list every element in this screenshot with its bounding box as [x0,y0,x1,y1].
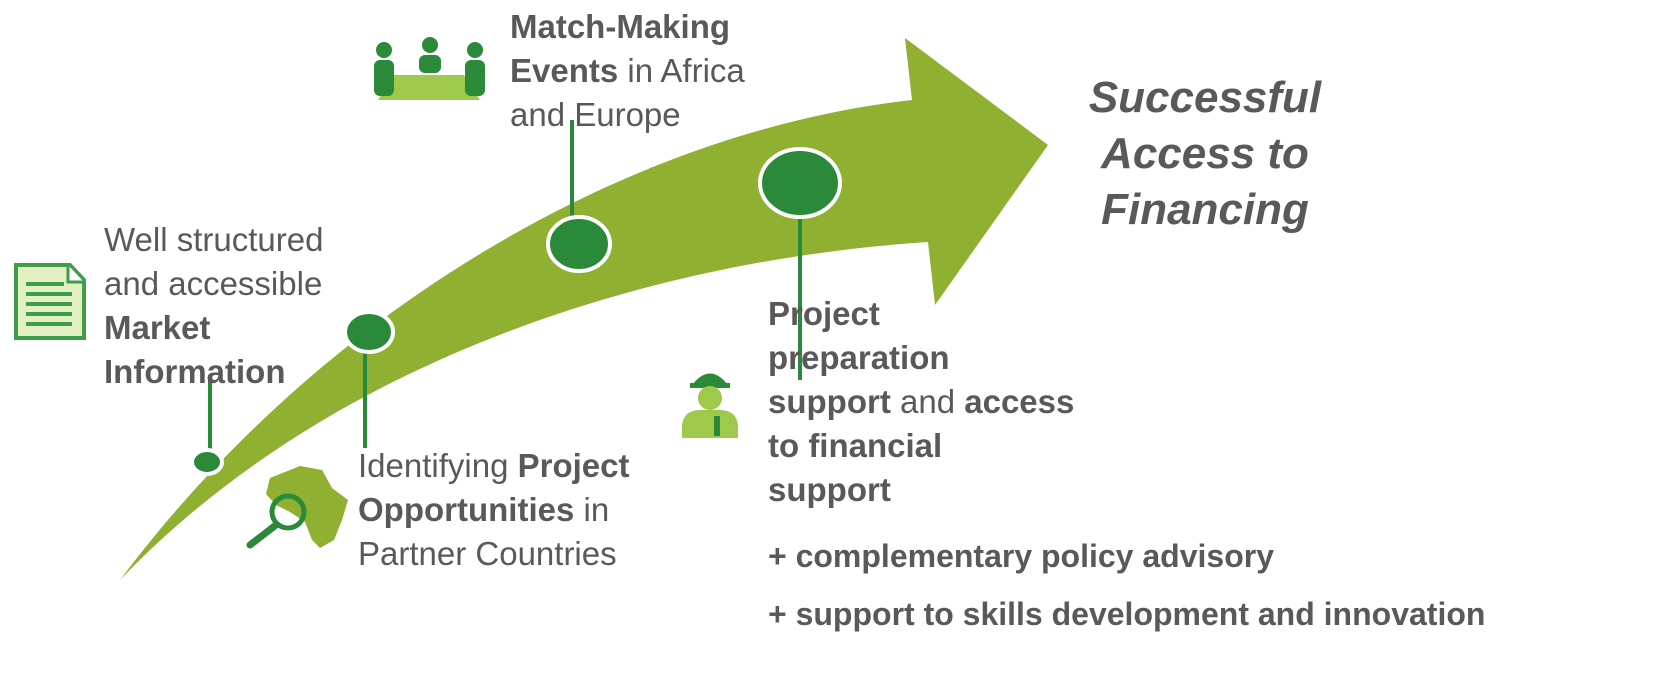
prep-line-3-bold-b: access [964,383,1075,420]
meeting-icon [374,37,485,100]
projects-line-1-bold: Project [517,447,630,484]
market-line-1: Well structured [104,221,324,258]
goal-line-3: Financing [1101,185,1309,234]
events-line-1: Match-Making [510,8,731,45]
goal-line-1: Successful [1088,73,1322,122]
events-line-3: and Europe [510,96,681,133]
projects-line-1-normal: Identifying [358,447,518,484]
market-line-4: Information [104,353,286,390]
skills-development-text: + support to skills development and inno… [768,596,1486,632]
match-making-text: Match-Making Events in Africa and Europe [510,5,745,137]
market-line-3: Market [104,309,211,346]
policy-advisory-text: + complementary policy advisory [768,538,1274,574]
market-line-2: and accessible [104,265,323,302]
goal-line-2: Access to [1101,129,1309,178]
prep-line-3-bold-a: support [768,383,891,420]
prep-line-1: Project [768,295,880,332]
projects-line-2-normal: in [574,491,610,528]
project-preparation-text: Project preparation support and access t… [768,292,1074,512]
milestone-dot-market [190,448,224,476]
events-line-2-bold: Events [510,52,619,89]
project-opportunities-text: Identifying Project Opportunities in Par… [358,444,629,576]
events-line-2-normal: in Africa [618,52,745,89]
events-line-2: Events in Africa [510,49,745,93]
milestone-dot-preparation [758,147,842,219]
milestone-dot-events [546,215,612,273]
engineer-icon [682,373,738,438]
document-icon [14,263,86,340]
projects-line-2: Opportunities in [358,488,629,532]
market-info-text: Well structured and accessible Market In… [104,218,323,394]
projects-line-3: Partner Countries [358,535,617,572]
prep-line-4: to financial [768,427,943,464]
prep-line-3-normal: and [890,383,965,420]
africa-magnifier-icon [246,466,348,549]
projects-line-1: Identifying Project [358,444,629,488]
milestone-dot-projects [343,310,395,354]
prep-line-5: support [768,471,891,508]
prep-line-2: preparation [768,339,950,376]
goal-text: Successful Access to Financing [1080,70,1330,238]
prep-line-3: support and access [768,380,1074,424]
projects-line-2-bold: Opportunities [358,491,575,528]
